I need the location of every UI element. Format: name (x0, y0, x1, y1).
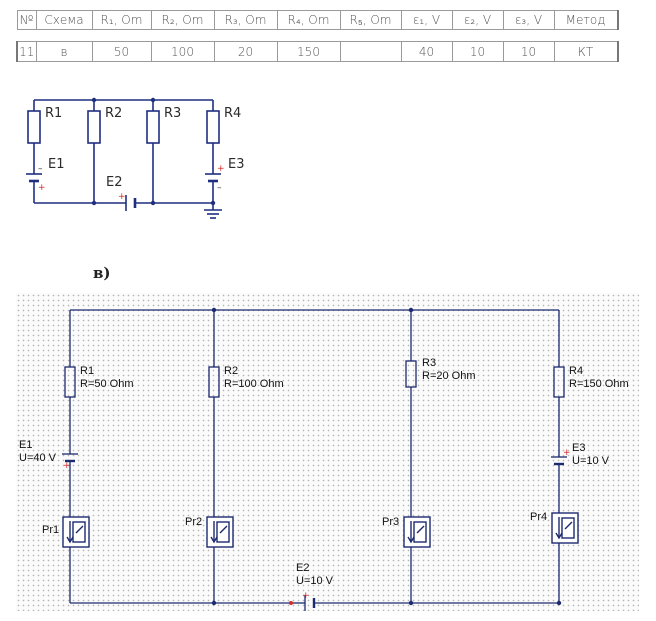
junction-dot (150, 97, 156, 103)
e3-value: U=10 V (572, 455, 610, 467)
resistor-symbol (146, 110, 160, 144)
resistor-r3-symbol (405, 360, 417, 388)
table-cell: 10 (451, 41, 504, 62)
header-cell: № (16, 10, 37, 30)
junction-dot (210, 200, 216, 206)
junction-dot (91, 200, 97, 206)
minus-sign: – (217, 183, 222, 193)
resistor-r4-symbol (553, 366, 565, 398)
table-cell: 40 (400, 41, 453, 62)
pr4-label: Pr4 (530, 511, 547, 523)
e2-name: E2 (296, 562, 309, 574)
header-cell: R₃, Om (213, 10, 278, 30)
junction-dot (408, 307, 414, 313)
small-e3-label: E3 (228, 157, 245, 172)
meter-pr1-icon (62, 516, 90, 548)
table-cell: 50 (91, 41, 152, 62)
header-cell: R₂, Om (150, 10, 215, 30)
header-cell: R₁, Om (91, 10, 152, 30)
pr2-label: Pr2 (185, 516, 202, 528)
r2-value: R=100 Ohm (224, 378, 284, 390)
table-cell: КТ (553, 41, 619, 62)
small-circuit-schematic: R1 R2 R3 R4 E1 E2 E3 – + + – + (26, 97, 245, 219)
variant-label: в) (93, 264, 111, 282)
small-r2-label: R2 (105, 106, 122, 121)
r2-name: R2 (224, 365, 238, 377)
header-cell: ε₁, V (400, 10, 453, 30)
pr1-label: Pr1 (42, 524, 59, 536)
plus-sign: + (38, 183, 46, 193)
meter-pr3-icon (403, 516, 431, 548)
plus-sign: + (563, 448, 571, 458)
meter-pr2-icon (206, 516, 234, 548)
r1-value: R=50 Ohm (80, 378, 134, 390)
r3-value: R=20 Ohm (422, 370, 476, 382)
junction-dot (211, 600, 217, 606)
r1-name: R1 (80, 365, 94, 377)
r3-name: R3 (422, 357, 436, 369)
resistor-r1-symbol (64, 366, 76, 398)
table-row: 11 в 50 100 20 150 40 10 10 КТ (16, 41, 619, 62)
plus-sign: + (118, 192, 126, 202)
small-r4-label: R4 (224, 106, 241, 121)
r4-value: R=150 Ohm (569, 378, 629, 390)
plus-sign: + (63, 461, 71, 471)
pr3-label: Pr3 (382, 516, 399, 528)
schematic-canvas: + + + R1 R=50 Ohm R2 R=100 Ohm R3 R=20 O… (16, 293, 639, 611)
junction-dot (211, 307, 217, 313)
resistor-symbol (206, 110, 220, 144)
table-header-row: № Схема R₁, Om R₂, Om R₃, Om R₄, Om R₅, … (16, 10, 619, 30)
resistor-r2-symbol (208, 366, 220, 398)
junction-dot (408, 600, 414, 606)
e1-value: U=40 V (19, 452, 57, 464)
header-cell: Метод (553, 10, 619, 30)
table-cell: 11 (16, 41, 37, 62)
small-e1-label: E1 (48, 157, 65, 172)
main-circuit-schematic: + + + R1 R=50 Ohm R2 R=100 Ohm R3 R=20 O… (19, 307, 629, 611)
table-cell: 10 (502, 41, 555, 62)
small-e2-label: E2 (106, 175, 123, 190)
header-cell: ε₃, V (502, 10, 555, 30)
minus-sign: – (38, 164, 43, 174)
parameters-table: № Схема R₁, Om R₂, Om R₃, Om R₄, Om R₅, … (16, 10, 619, 62)
resistor-symbol (27, 110, 41, 144)
plus-sign: + (302, 591, 310, 601)
r4-name: R4 (569, 365, 583, 377)
table-cell: 20 (213, 41, 278, 62)
junction-dot (91, 97, 97, 103)
junction-dot (150, 200, 156, 206)
resistor-symbol (87, 110, 101, 144)
e3-name: E3 (572, 442, 585, 454)
polarity-dot (289, 601, 293, 605)
meter-pr4-icon (551, 512, 579, 544)
small-r1-label: R1 (45, 106, 62, 121)
plus-sign: + (217, 164, 225, 174)
small-r3-label: R3 (164, 106, 181, 121)
table-cell: 100 (150, 41, 215, 62)
table-cell: 150 (276, 41, 341, 62)
junction-dot (556, 600, 562, 606)
header-cell: R₅, Om (339, 10, 402, 30)
header-cell: R₄, Om (276, 10, 341, 30)
e2-value: U=10 V (296, 575, 334, 587)
e1-name: E1 (19, 439, 32, 451)
